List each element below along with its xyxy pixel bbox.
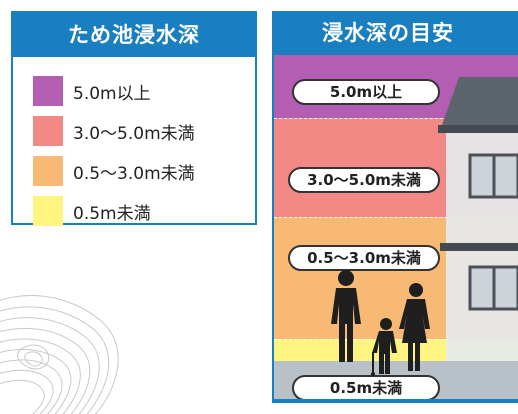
legend-list: 5.0m以上 3.0〜5.0m未満 0.5〜3.0m未満 0.5m未満	[13, 57, 255, 231]
legend-item: 0.5m未満	[33, 191, 255, 231]
legend-item: 5.0m以上	[33, 71, 255, 111]
house-illustration	[438, 77, 518, 361]
legend-title: ため池浸水深	[13, 13, 255, 57]
family-silhouette	[331, 270, 430, 376]
level-line	[274, 118, 518, 119]
legend-item: 0.5〜3.0m未満	[33, 151, 255, 191]
child-figure-icon	[372, 318, 397, 374]
guide-body: 5.0m以上 3.0〜5.0m未満 0.5〜3.0m未満 0.5m未満	[274, 55, 518, 399]
legend-label: 0.5〜3.0m未満	[73, 163, 195, 184]
window-upper	[468, 153, 518, 199]
legend-label: 3.0〜5.0m未満	[73, 123, 195, 144]
level-label-3-5m: 3.0〜5.0m未満	[288, 167, 440, 193]
legend-swatch	[33, 76, 63, 106]
legend-label: 5.0m以上	[73, 83, 151, 104]
level-label-under-0.5m: 0.5m未満	[292, 375, 440, 399]
level-label-0.5-3m: 0.5〜3.0m未満	[288, 245, 440, 271]
contour-map-decoration	[0, 295, 119, 414]
legend-swatch	[33, 196, 63, 226]
adult-figure-icon	[399, 283, 430, 371]
depth-guide-panel: 浸水深の目安	[272, 11, 518, 403]
level-line	[274, 339, 518, 340]
window-lower	[468, 265, 518, 311]
legend-swatch	[33, 156, 63, 186]
marker-pole	[372, 352, 374, 374]
roof	[442, 77, 518, 125]
level-label-5m-plus: 5.0m以上	[292, 79, 440, 105]
legend-label: 0.5m未満	[73, 203, 151, 224]
guide-title: 浸水深の目安	[322, 21, 454, 45]
legend-item: 3.0〜5.0m未満	[33, 111, 255, 151]
legend-panel: ため池浸水深 5.0m以上 3.0〜5.0m未満 0.5〜3.0m未満 0.5m…	[11, 11, 257, 226]
adult-figure-icon	[331, 270, 361, 362]
level-line	[274, 217, 518, 218]
legend-swatch	[33, 116, 63, 146]
